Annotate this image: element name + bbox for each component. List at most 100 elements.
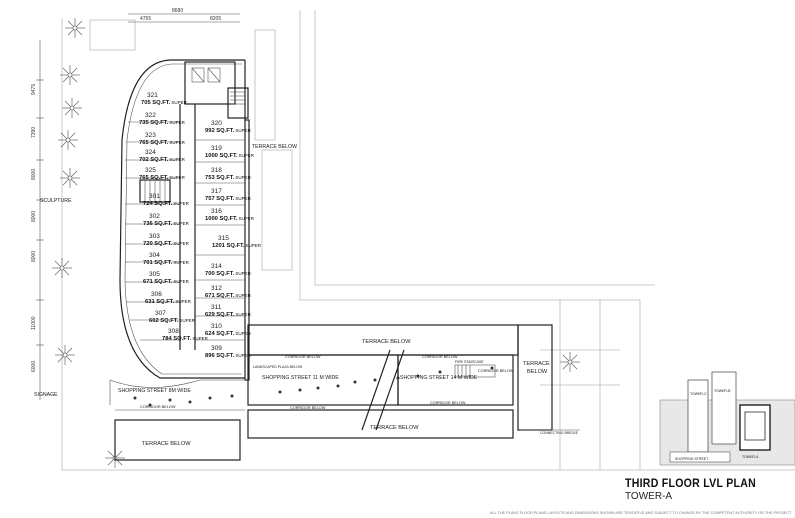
dim-top-1: 4755 bbox=[140, 16, 151, 22]
plaza-marker bbox=[168, 398, 172, 402]
unit-number: 321 bbox=[147, 92, 158, 99]
label-connecting-bridge: CONNECTING BRIDGE bbox=[540, 431, 579, 435]
unit-area-tag: SUPER bbox=[246, 243, 262, 248]
key-plan-label-bottom: SHOPPING STREET bbox=[675, 457, 709, 461]
palm-tree-icon bbox=[62, 98, 82, 118]
unit-area: 1201 SQ.FT.SUPER bbox=[212, 243, 262, 249]
unit-number: 323 bbox=[145, 132, 156, 139]
tree-symbols bbox=[52, 18, 580, 468]
unit-area: 765 SQ.FT.SUPER bbox=[139, 140, 186, 146]
unit-area-tag: SUPER bbox=[235, 293, 251, 298]
label-corridor-3: CORRIDOR BELOW bbox=[290, 406, 326, 410]
unit-area: 705 SQ.FT.SUPER bbox=[141, 100, 188, 106]
unit-area: 753 SQ.FT.SUPER bbox=[205, 175, 252, 181]
unit-number: 316 bbox=[211, 208, 222, 215]
label-corridor-6: CORRIDOR BELOW bbox=[478, 369, 514, 373]
label-shopping-street-11m: SHOPPING STREET 11 M WIDE bbox=[262, 375, 339, 381]
unit-area: 602 SQ.FT.SUPER bbox=[149, 318, 196, 324]
unit-area: 631 SQ.FT.SUPER bbox=[145, 299, 192, 305]
unit-area-tag: SUPER bbox=[235, 175, 251, 180]
unit-number: 307 bbox=[155, 310, 166, 317]
unit-area-tag: SUPER bbox=[235, 331, 251, 336]
key-plan-label-right: TOWER-A bbox=[742, 455, 759, 459]
dim-left-7: 6000 bbox=[31, 361, 37, 372]
unit-number: 303 bbox=[149, 233, 160, 240]
dim-left-3: 8000 bbox=[31, 169, 37, 180]
unit-area: 724 SQ.FT.SUPER bbox=[143, 201, 190, 207]
unit-walls-left bbox=[125, 121, 180, 341]
unit-area: 701 SQ.FT.SUPER bbox=[143, 260, 190, 266]
key-plan-label-top: TOWER-B bbox=[714, 389, 731, 393]
unit-area-tag: SUPER bbox=[175, 299, 191, 304]
palm-tree-icon bbox=[60, 65, 80, 85]
unit-area-tag: SUPER bbox=[169, 175, 185, 180]
unit-number: 306 bbox=[151, 291, 162, 298]
label-corridor-4: CORRIDOR BELOW bbox=[430, 401, 466, 405]
plaza-marker bbox=[208, 396, 212, 400]
site-boundary bbox=[61, 10, 795, 471]
label-shopping-street-8m: SHOPPING STREET 8M WIDE bbox=[118, 388, 191, 394]
plaza-marker bbox=[133, 396, 137, 400]
palm-tree-icon bbox=[58, 130, 78, 150]
unit-area-tag: SUPER bbox=[235, 353, 251, 358]
plaza-marker bbox=[373, 378, 377, 382]
key-plan bbox=[659, 371, 795, 466]
unit-area: 1000 SQ.FT.SUPER bbox=[205, 216, 255, 222]
dim-left-6: 11000 bbox=[31, 316, 37, 330]
label-terrace-top: TERRACE BELOW bbox=[362, 339, 411, 345]
label-terrace-bottom-left: TERRACE BELOW bbox=[142, 441, 191, 447]
label-signage: SIGNAGE bbox=[34, 392, 58, 398]
unit-number: 302 bbox=[149, 213, 160, 220]
label-terrace-bottom: TERRACE BELOW bbox=[370, 425, 419, 431]
palm-tree-icon bbox=[60, 168, 80, 188]
key-plan-label-left: TOWER-C bbox=[690, 392, 707, 396]
plaza-marker bbox=[353, 380, 357, 384]
plaza-marker bbox=[298, 388, 302, 392]
dim-left-4: 8000 bbox=[31, 211, 37, 222]
unit-area-tag: SUPER bbox=[173, 279, 189, 284]
unit-area: 629 SQ.FT.SUPER bbox=[205, 312, 252, 318]
label-shopping-street-14m: SHOPPING STREET 14 M WIDE bbox=[400, 375, 478, 381]
palm-tree-icon bbox=[52, 258, 72, 278]
dimension-lines bbox=[36, 13, 240, 400]
plaza-marker bbox=[148, 403, 152, 407]
unit-area-tag: SUPER bbox=[173, 201, 189, 206]
plaza-marker bbox=[490, 366, 494, 370]
unit-area: 735 SQ.FT.SUPER bbox=[139, 120, 186, 126]
unit-number: 325 bbox=[145, 167, 156, 174]
unit-area-tag: SUPER bbox=[239, 153, 255, 158]
unit-area-tag: SUPER bbox=[169, 120, 185, 125]
label-terrace-right-2: BELOW bbox=[527, 369, 548, 375]
unit-number: 319 bbox=[211, 145, 222, 152]
plaza-marker bbox=[336, 384, 340, 388]
unit-number: 312 bbox=[211, 285, 222, 292]
unit-area-tag: SUPER bbox=[173, 221, 189, 226]
retail-wing bbox=[109, 324, 580, 461]
unit-area-tag: SUPER bbox=[179, 318, 195, 323]
label-fire-staircase: FIRE STAIRCASE bbox=[455, 360, 484, 364]
plaza-marker bbox=[438, 370, 442, 374]
unit-area-tag: SUPER bbox=[235, 312, 251, 317]
unit-number: 324 bbox=[145, 149, 156, 156]
plan-subtitle: TOWER-A bbox=[625, 491, 673, 502]
unit-area-tag: SUPER bbox=[173, 260, 189, 265]
unit-area: 720 SQ.FT.SUPER bbox=[143, 241, 190, 247]
plaza-markers bbox=[133, 366, 494, 407]
tower-a-outline bbox=[119, 59, 250, 381]
unit-area: 784 SQ.FT.SUPER bbox=[162, 336, 209, 342]
plaza-marker bbox=[188, 400, 192, 404]
dim-top-3: 8205 bbox=[210, 16, 221, 22]
plaza-marker bbox=[416, 374, 420, 378]
unit-number: 317 bbox=[211, 188, 222, 195]
unit-area: 702 SQ.FT.SUPER bbox=[139, 157, 186, 163]
dim-top-2: 8680 bbox=[172, 8, 183, 14]
unit-area: 765 SQ.FT.SUPER bbox=[139, 175, 186, 181]
unit-area: 757 SQ.FT.SUPER bbox=[205, 196, 252, 202]
unit-area-tag: SUPER bbox=[171, 100, 187, 105]
unit-number: 308 bbox=[168, 328, 179, 335]
dim-left-1: 9475 bbox=[31, 84, 37, 95]
unit-walls-right bbox=[195, 139, 245, 341]
dim-left-5: 8000 bbox=[31, 251, 37, 262]
